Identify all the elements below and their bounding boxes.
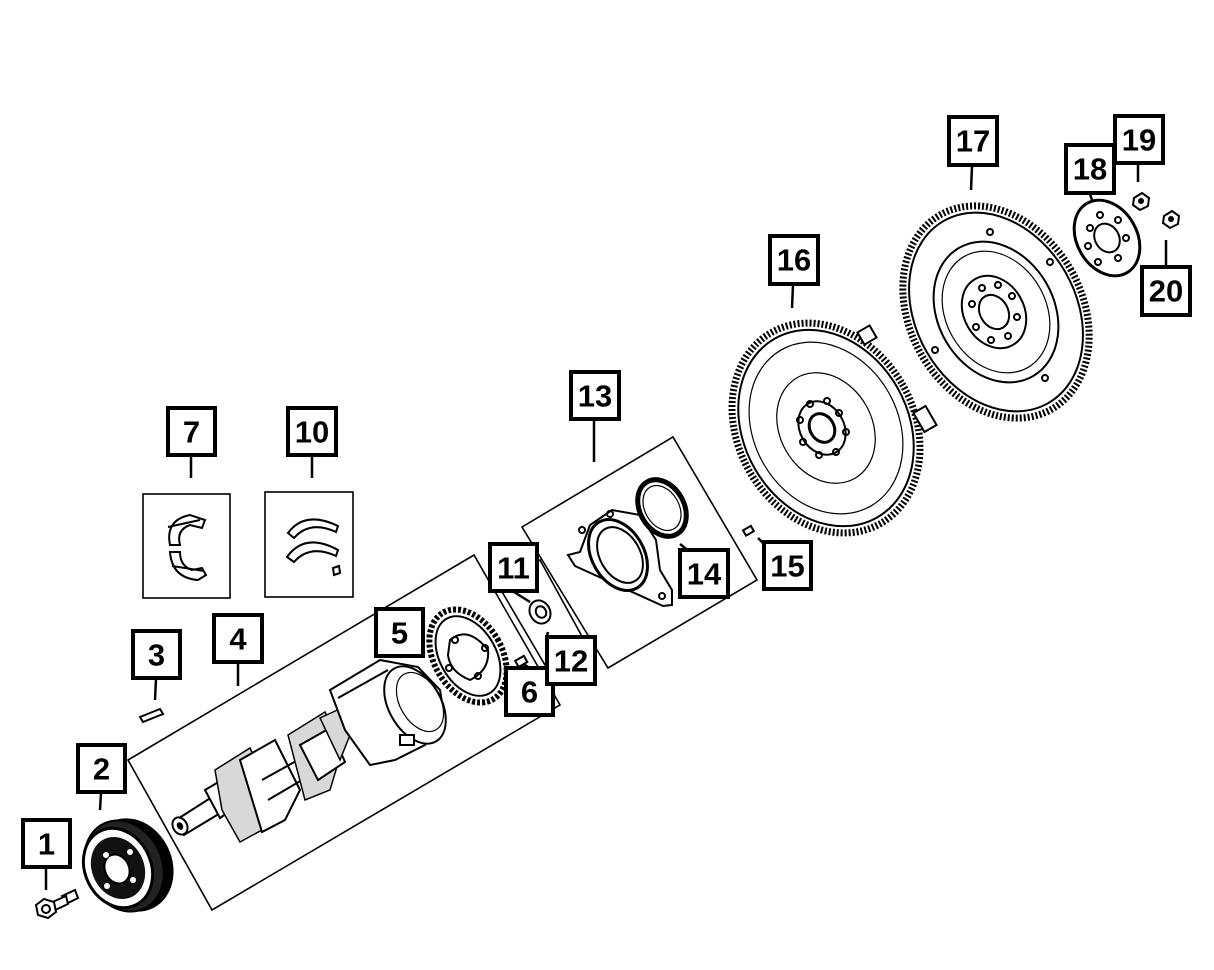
callout-13: 13 — [569, 370, 621, 421]
svg-text:11: 11 — [497, 551, 530, 586]
callout-18: 18 — [1064, 143, 1116, 195]
svg-text:19: 19 — [1122, 123, 1156, 158]
seal-retainer-group-outline — [520, 435, 759, 670]
crankshaft-part — [171, 658, 447, 844]
svg-text:10: 10 — [295, 415, 329, 450]
tone-wheel-part — [426, 606, 510, 706]
crankshaft-group-outline — [126, 553, 562, 912]
callout-19: 19 — [1113, 114, 1165, 165]
callout-17: 17 — [947, 115, 999, 167]
svg-text:17: 17 — [956, 124, 990, 159]
callout-7: 7 — [166, 406, 217, 457]
pilot-bearing-part — [528, 599, 552, 625]
svg-text:16: 16 — [777, 243, 811, 278]
callout-14: 14 — [678, 548, 730, 599]
callout-2: 2 — [76, 743, 127, 794]
callout-1: 1 — [21, 818, 72, 869]
spacer-plate-part — [1072, 198, 1142, 278]
callout-12: 12 — [545, 635, 597, 686]
flexplate-part — [728, 319, 938, 537]
svg-text:7: 7 — [183, 415, 200, 450]
svg-text:6: 6 — [521, 675, 538, 710]
svg-text:12: 12 — [554, 644, 588, 679]
svg-text:2: 2 — [93, 752, 110, 787]
thrust-bearing-box — [264, 491, 354, 598]
dowel-part — [741, 524, 756, 537]
svg-text:5: 5 — [391, 616, 408, 651]
svg-text:4: 4 — [229, 622, 247, 657]
svg-text:15: 15 — [770, 549, 804, 584]
callout-3: 3 — [131, 629, 182, 680]
damper-pulley-part — [81, 818, 174, 913]
svg-text:18: 18 — [1073, 152, 1107, 187]
svg-text:20: 20 — [1149, 274, 1183, 309]
rear-seal-part — [635, 477, 689, 539]
callout-15: 15 — [762, 540, 813, 591]
bolt-20-part — [1161, 209, 1181, 230]
rear-seal-retainer-part — [566, 508, 673, 608]
main-bearing-shells-part — [167, 513, 208, 582]
callout-20: 20 — [1140, 265, 1192, 317]
callout-5: 5 — [374, 607, 425, 658]
svg-text:1: 1 — [38, 827, 55, 862]
thrust-bearing-shells-part — [285, 518, 342, 577]
key-part — [138, 707, 165, 724]
svg-text:3: 3 — [148, 638, 165, 673]
callout-10: 10 — [286, 406, 338, 457]
callout-4: 4 — [212, 613, 264, 664]
main-bearing-box — [142, 493, 231, 599]
svg-text:13: 13 — [578, 379, 612, 414]
svg-text:14: 14 — [687, 557, 722, 592]
callout-16: 16 — [768, 234, 820, 286]
callout-11: 11 — [488, 542, 539, 593]
flywheel-part — [899, 202, 1093, 422]
bolt-part — [34, 888, 80, 920]
bolt-19-part — [1131, 191, 1151, 212]
